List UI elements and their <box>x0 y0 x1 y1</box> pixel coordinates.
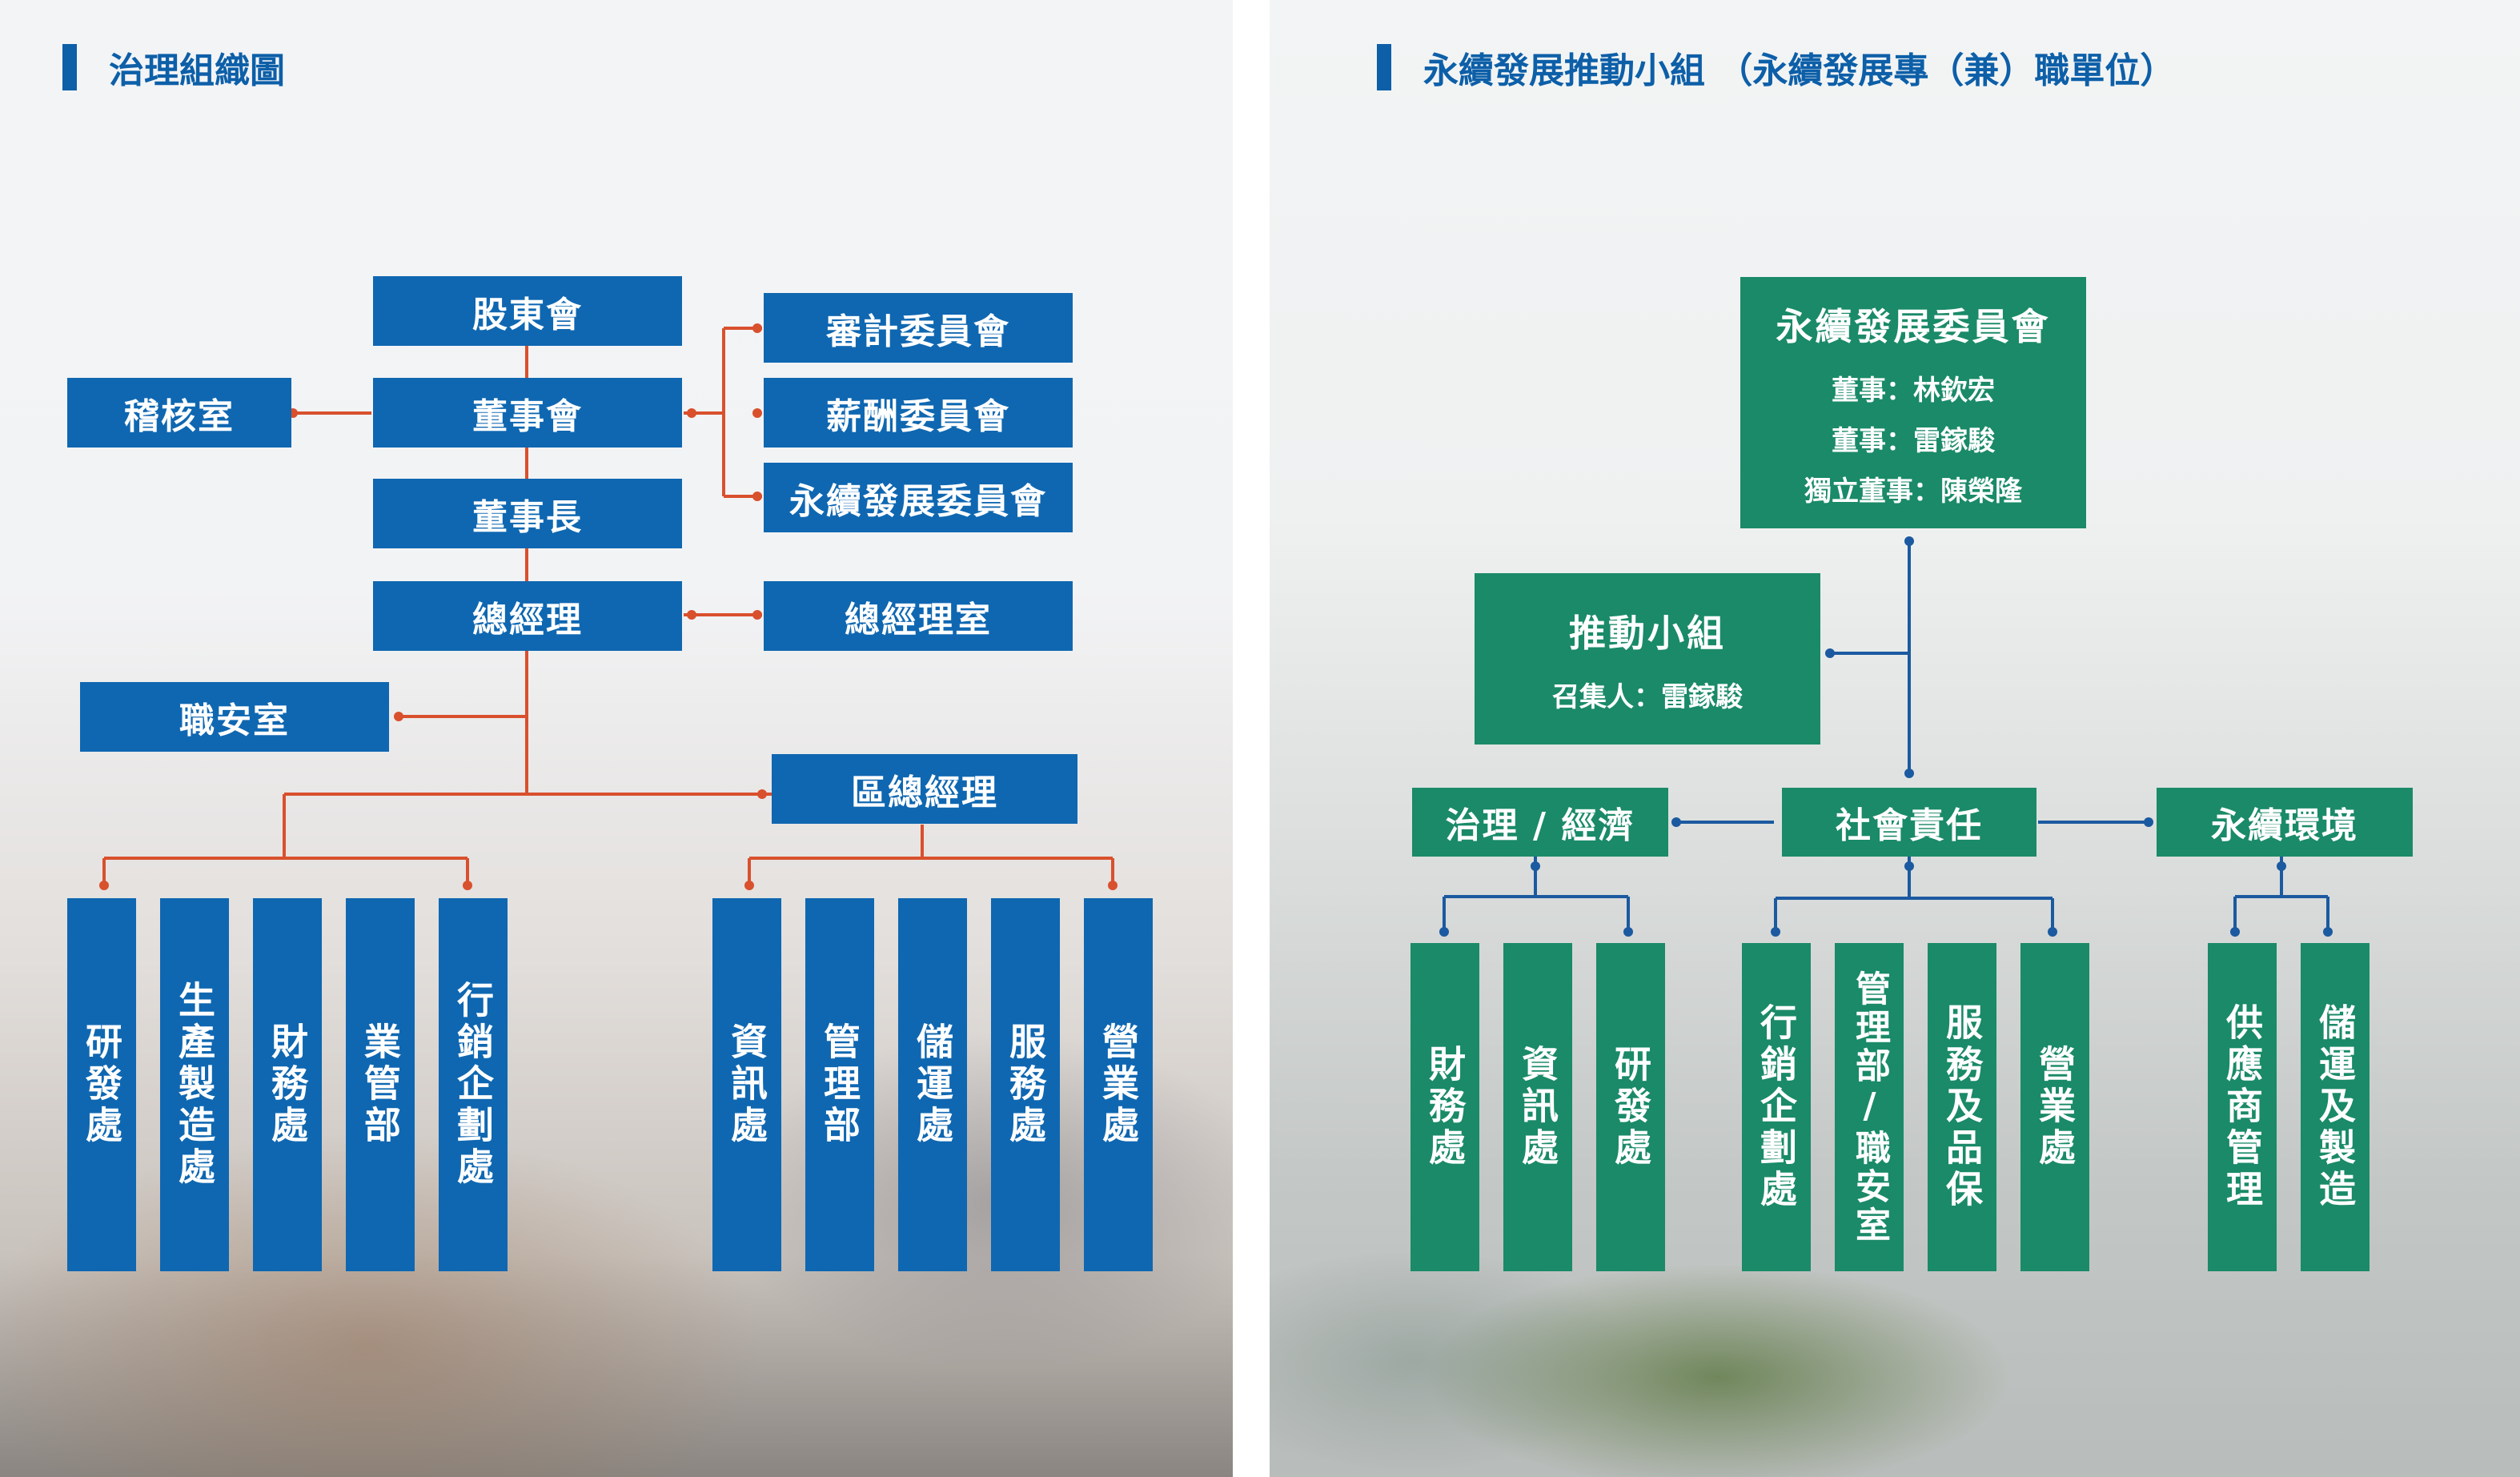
unit-box-g1: 資訊處 <box>1503 943 1572 1271</box>
audit-office-box: 稽核室 <box>67 378 291 448</box>
board-box: 董事會 <box>373 378 682 448</box>
committee-member: 董事：雷鎵駿 <box>1832 424 1995 457</box>
unit-box-e1: 儲運及製造 <box>2301 943 2370 1271</box>
left-title-text: 治理組織圖 <box>109 50 285 91</box>
task-force-title: 推動小組 <box>1569 611 1726 655</box>
sustainability-chart-panel: 永續發展推動小組 （永續發展專（兼）職單位） <box>1270 0 2520 1477</box>
safety-office-box: 職安室 <box>80 682 389 752</box>
unit-label: 儲運及製造 <box>2313 1003 2357 1211</box>
dept-box-b4: 營業處 <box>1084 898 1153 1271</box>
right-title-text: 永續發展推動小組 （永續發展專（兼）職單位） <box>1423 50 2176 91</box>
unit-label: 研發處 <box>1609 1045 1652 1170</box>
safety-office-label: 職安室 <box>179 700 290 741</box>
unit-box-s0: 行銷企劃處 <box>1742 943 1811 1271</box>
task-force-box: 推動小組 召集人：雷鎵駿 <box>1475 573 1820 745</box>
unit-box-g2: 研發處 <box>1596 943 1665 1271</box>
board-label: 董事會 <box>472 395 583 437</box>
left-section-title: 治理組織圖 <box>62 43 285 91</box>
committee-member: 獨立董事：陳榮隆 <box>1804 475 2022 508</box>
dept-label: 資訊處 <box>725 1022 768 1147</box>
dept-label: 管理部 <box>818 1022 861 1147</box>
sustainability-committee-box: 永續發展委員會 <box>764 463 1073 532</box>
dept-box-a3: 業管部 <box>346 898 415 1271</box>
dept-box-b0: 資訊處 <box>712 898 781 1271</box>
president-office-box: 總經理室 <box>764 581 1073 651</box>
right-connector-lines <box>1439 536 2333 937</box>
president-box: 總經理 <box>373 581 682 651</box>
title-bar <box>1377 44 1391 90</box>
regional-manager-label: 區總經理 <box>851 772 998 813</box>
unit-box-s1: 管理部/職安室 <box>1835 943 1904 1271</box>
sustainability-committee-box: 永續發展委員會 董事：林欽宏 董事：雷鎵駿 獨立董事：陳榮隆 <box>1740 277 2086 528</box>
audit-office-label: 稽核室 <box>124 395 235 437</box>
right-section-title: 永續發展推動小組 （永續發展專（兼）職單位） <box>1377 43 2175 91</box>
president-office-label: 總經理室 <box>845 599 992 640</box>
task-force-convener: 召集人：雷鎵駿 <box>1552 680 1743 713</box>
unit-label: 服務及品保 <box>1940 1003 1984 1211</box>
unit-box-s3: 營業處 <box>2020 943 2089 1271</box>
unit-label: 資訊處 <box>1516 1045 1559 1170</box>
unit-label: 供應商管理 <box>2221 1003 2264 1211</box>
governance-box: 治理 / 經濟 <box>1412 788 1668 857</box>
dept-label: 財務處 <box>266 1022 309 1147</box>
dept-label: 服務處 <box>1004 1022 1047 1147</box>
dept-label: 行銷企劃處 <box>451 981 495 1189</box>
committee-member: 董事：林欽宏 <box>1832 374 1995 407</box>
unit-label: 財務處 <box>1423 1045 1467 1170</box>
dept-box-b2: 儲運處 <box>898 898 967 1271</box>
dept-box-a4: 行銷企劃處 <box>439 898 508 1271</box>
sustainability-committee-label: 永續發展委員會 <box>789 480 1047 522</box>
committee-title: 永續發展委員會 <box>1776 304 2051 348</box>
unit-box-s2: 服務及品保 <box>1928 943 1996 1271</box>
dept-box-a2: 財務處 <box>253 898 322 1271</box>
dept-label: 營業處 <box>1097 1022 1140 1147</box>
dept-label: 儲運處 <box>911 1022 954 1147</box>
audit-committee-box: 審計委員會 <box>764 293 1073 363</box>
environment-label: 永續環境 <box>2211 805 2358 846</box>
shareholders-label: 股東會 <box>472 294 583 335</box>
shareholders-box: 股東會 <box>373 276 682 346</box>
unit-label: 營業處 <box>2033 1045 2077 1170</box>
social-box: 社會責任 <box>1782 788 2036 857</box>
regional-manager-box: 區總經理 <box>772 754 1077 824</box>
environment-box: 永續環境 <box>2157 788 2413 857</box>
governance-chart-panel: 治理組織圖 <box>0 0 1233 1477</box>
unit-box-g0: 財務處 <box>1410 943 1479 1271</box>
dept-label: 生產製造處 <box>173 981 216 1189</box>
title-bar <box>62 44 77 90</box>
dept-label: 業管部 <box>359 1022 402 1147</box>
audit-committee-label: 審計委員會 <box>826 311 1010 352</box>
dept-label: 研發處 <box>80 1022 123 1147</box>
governance-label: 治理 / 經濟 <box>1445 805 1635 846</box>
dept-box-a1: 生產製造處 <box>160 898 229 1271</box>
unit-label: 行銷企劃處 <box>1755 1003 1798 1211</box>
unit-box-e0: 供應商管理 <box>2208 943 2277 1271</box>
president-label: 總經理 <box>472 599 583 640</box>
compensation-committee-label: 薪酬委員會 <box>826 395 1010 437</box>
chairman-label: 董事長 <box>472 496 583 538</box>
compensation-committee-box: 薪酬委員會 <box>764 378 1073 448</box>
social-label: 社會責任 <box>1836 805 1983 846</box>
dept-box-a0: 研發處 <box>67 898 136 1271</box>
chairman-box: 董事長 <box>373 479 682 548</box>
unit-label: 管理部/職安室 <box>1849 969 1890 1245</box>
dept-box-b3: 服務處 <box>991 898 1060 1271</box>
dept-box-b1: 管理部 <box>805 898 874 1271</box>
